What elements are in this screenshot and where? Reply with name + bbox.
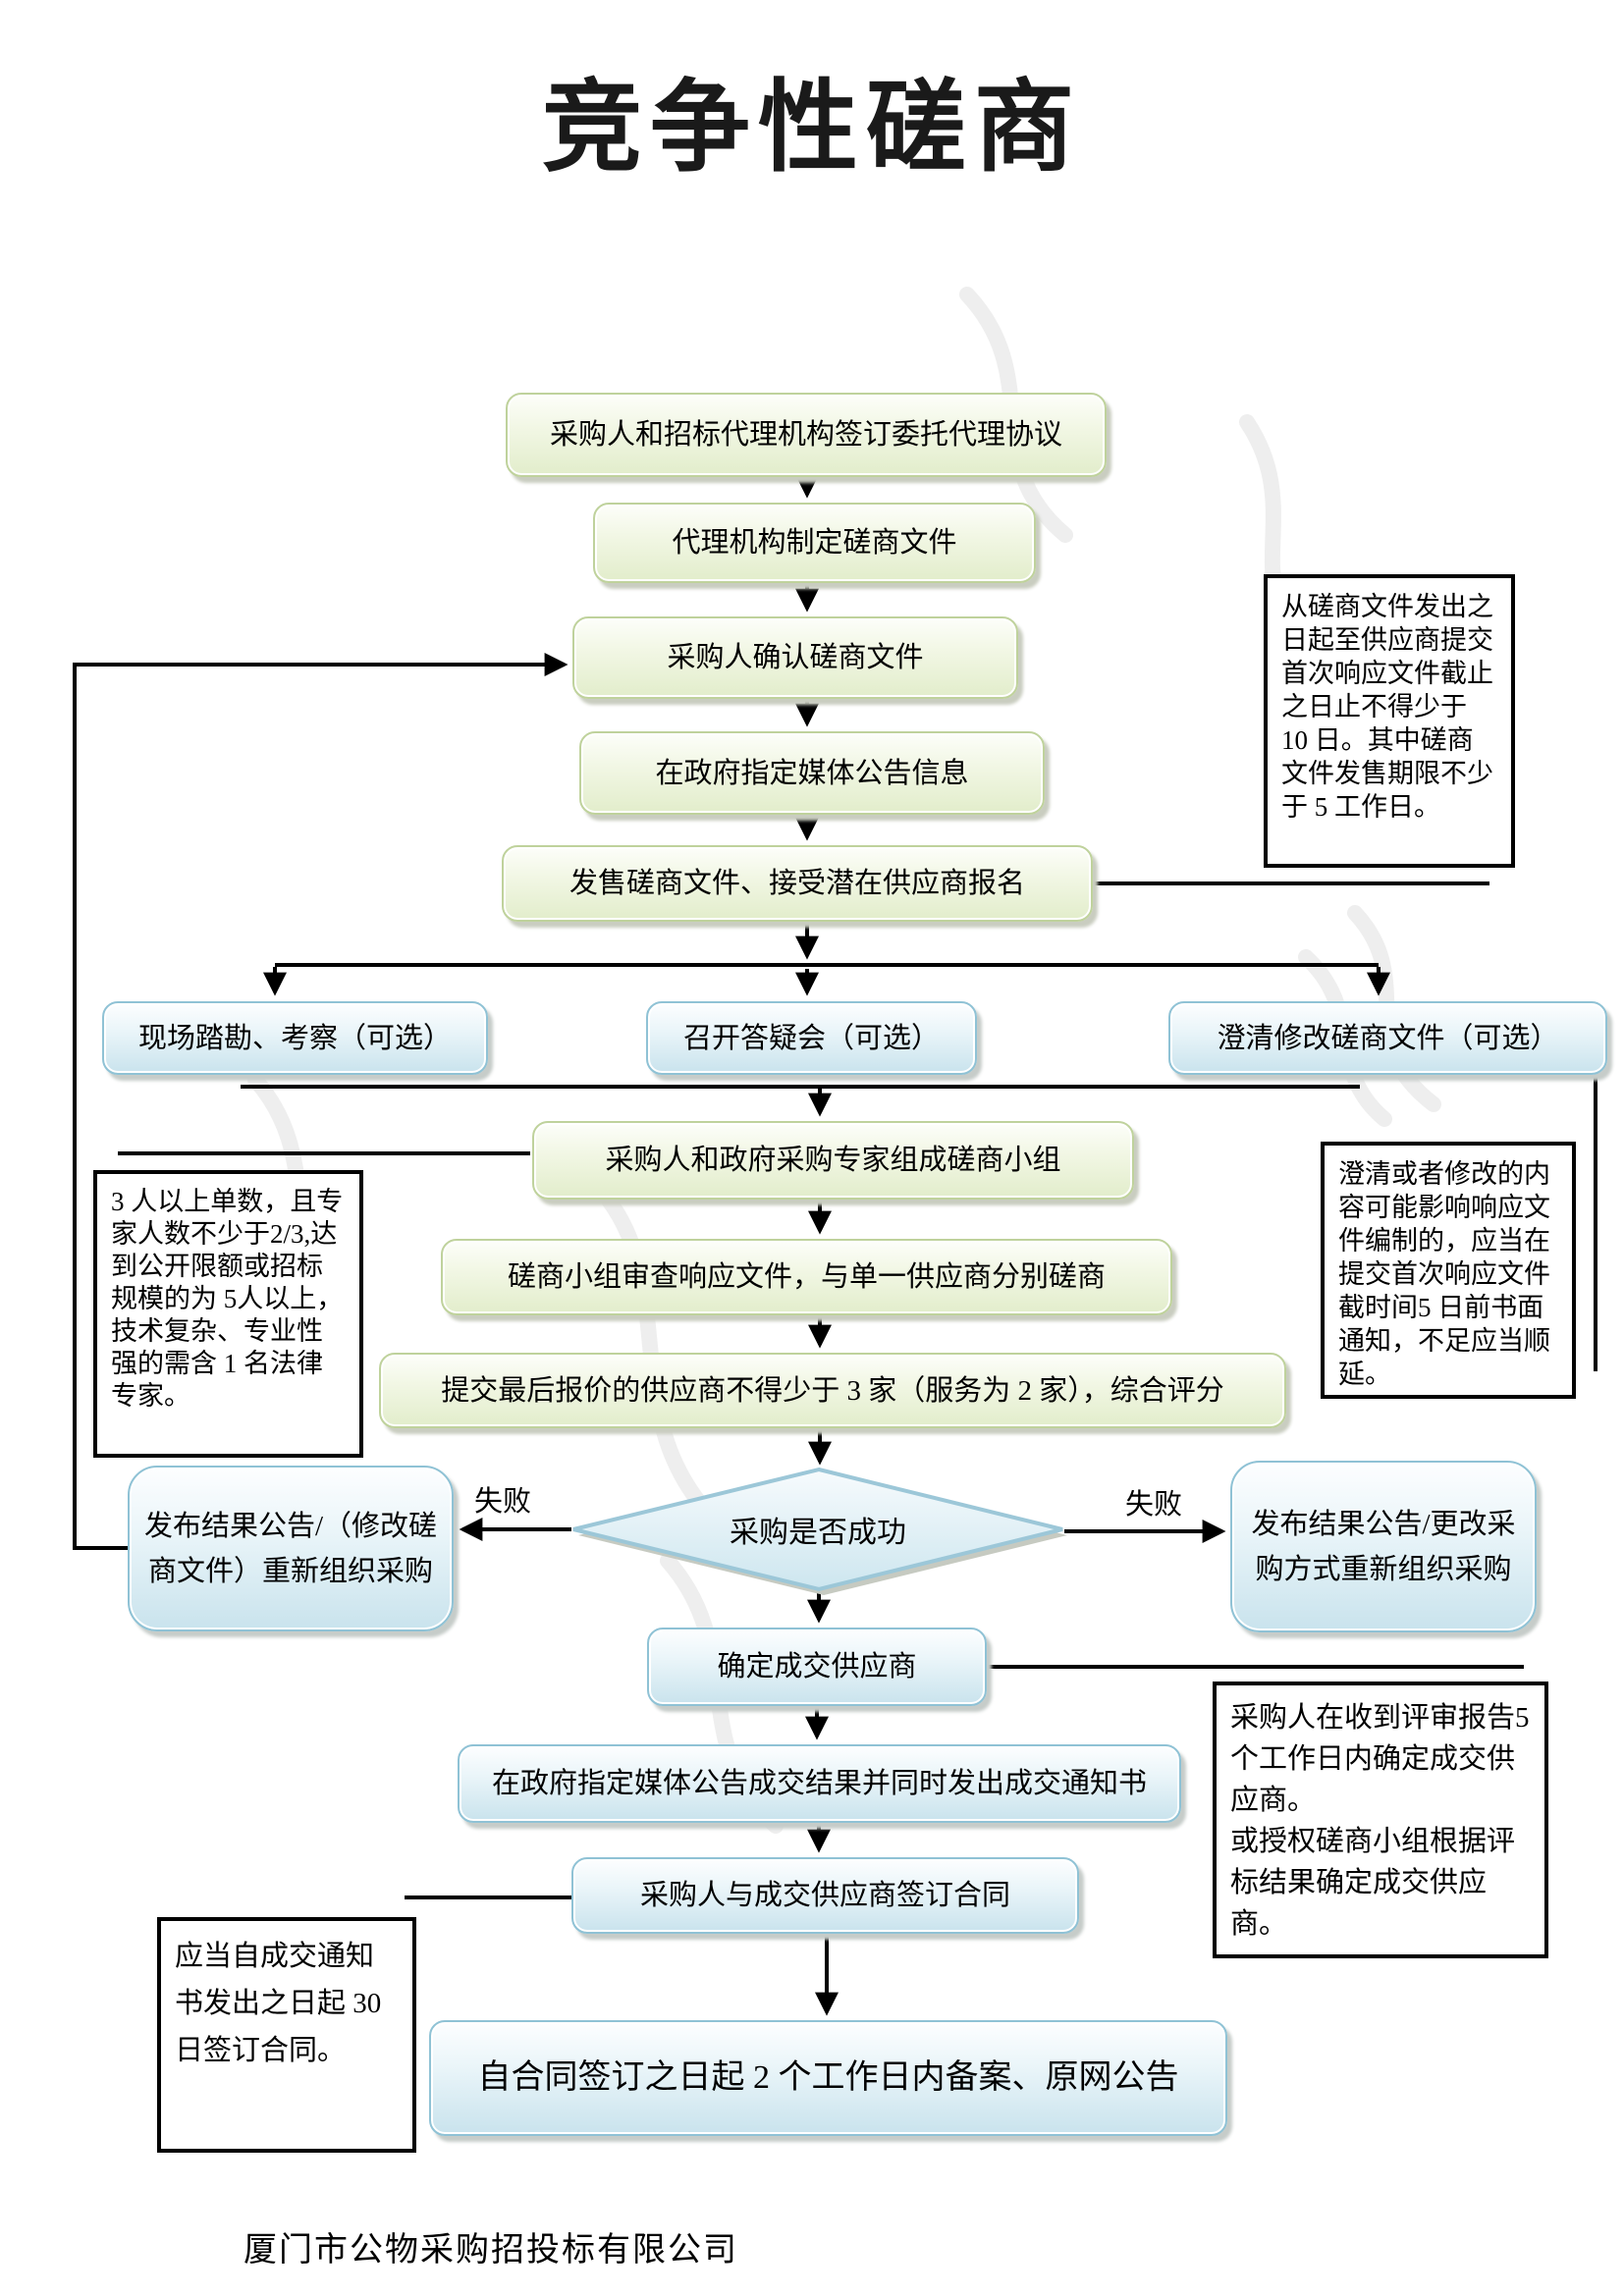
note-deadline-rule: 从磋商文件发出之日起至供应商提交首次响应文件截止之日止不得少于 10 日。其中磋… [1264,574,1515,868]
flow-step-review-responses: 磋商小组审查响应文件，与单一供应商分别磋商 [441,1239,1172,1315]
flow-step-purchaser-confirms-document: 采购人确认磋商文件 [572,616,1018,699]
flow-step-publish-announcement: 在政府指定媒体公告信息 [579,731,1045,815]
note-clarification-rule: 澄清或者修改的内容可能影响响应文件编制的，应当在提交首次响应文件截时间5 日前书… [1321,1142,1576,1399]
flow-step-sell-document-accept-signup: 发售磋商文件、接受潜在供应商报名 [502,845,1093,922]
note-award-rule: 采购人在收到评审报告5 个工作日内确定成交供应商。 或授权磋商小组根据评标结果确… [1213,1682,1548,1958]
optional-step-clarify-modify: 澄清修改磋商文件（可选） [1168,1001,1607,1075]
fail-box-change-method: 发布结果公告/更改采购方式重新组织采购 [1230,1461,1537,1632]
decision-diamond-label: 采购是否成功 [730,1517,906,1549]
flow-step-announce-result-notice: 在政府指定媒体公告成交结果并同时发出成交通知书 [458,1744,1181,1823]
optional-step-qa-meeting: 召开答疑会（可选） [646,1001,977,1075]
page-title: 竞争性磋商 [542,72,1082,184]
fail-label-right: 失败 [1125,1489,1183,1521]
flow-step-form-consultation-group: 采购人和政府采购专家组成磋商小组 [532,1121,1134,1200]
fail-box-republish-modify: 发布结果公告/（修改磋商文件）重新组织采购 [128,1466,454,1631]
note-contract-deadline: 应当自成交通知书发出之日起 30日签订合同。 [157,1917,416,2153]
optional-step-site-visit: 现场踏勘、考察（可选） [102,1001,488,1075]
flow-step-agency-prepares-document: 代理机构制定磋商文件 [593,503,1036,583]
flow-step-sign-agency-agreement: 采购人和招标代理机构签订委托代理协议 [506,393,1107,477]
flow-step-final-quotation-rule: 提交最后报价的供应商不得少于 3 家（服务为 2 家），综合评分 [379,1353,1286,1428]
company-footer: 厦门市公物采购招投标有限公司 [244,2232,738,2269]
fail-label-left: 失败 [474,1486,532,1518]
flow-step-sign-contract: 采购人与成交供应商签订合同 [571,1857,1079,1934]
flow-step-filing-announcement: 自合同签订之日起 2 个工作日内备案、原网公告 [429,2020,1227,2136]
flow-step-determine-supplier: 确定成交供应商 [647,1628,987,1706]
note-panel-composition: 3 人以上单数，且专家人数不少于2/3,达到公开限额或招标规模的为 5人以上，技… [93,1170,363,1458]
